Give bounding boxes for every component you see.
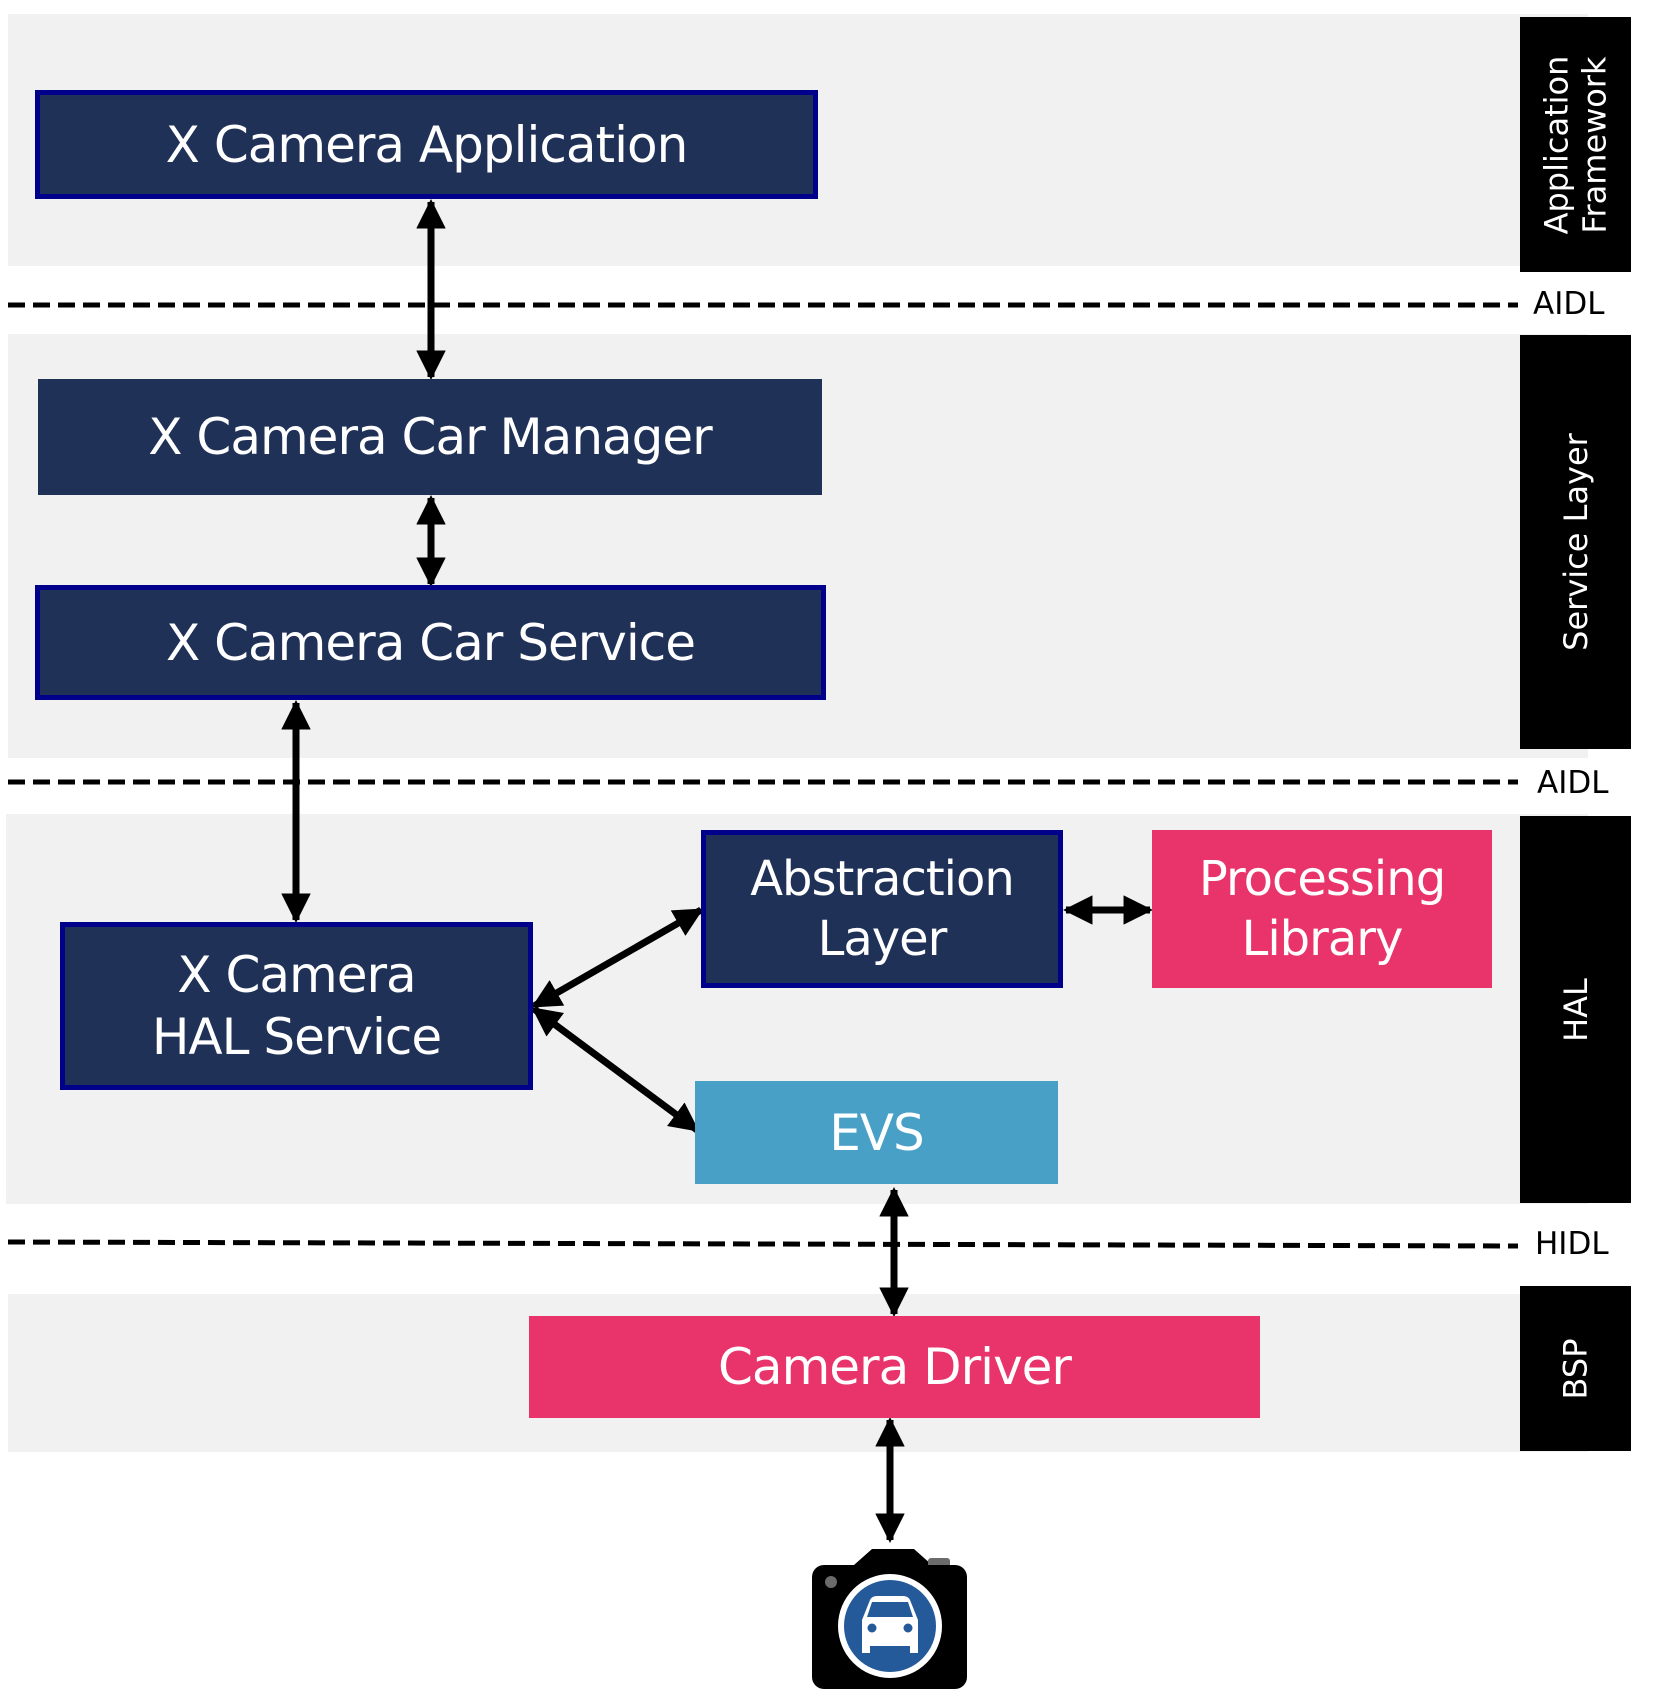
car-service-box[interactable]: X Camera Car Service [35,585,826,700]
camera-application-box[interactable]: X Camera Application [35,90,818,199]
layer-label-bsp: BSP [1520,1286,1631,1451]
car-manager-label: X Camera Car Manager [148,408,712,466]
layer-label-hal: HAL [1520,816,1631,1203]
layer-label-service-layer: Service Layer [1520,335,1631,749]
car-service-label: X Camera Car Service [165,613,696,672]
interface-label-aidl-1: AIDL [1533,286,1605,322]
layer-label-text: BSP [1556,1338,1595,1399]
processing-library-box[interactable]: Processing Library [1152,830,1492,988]
interface-label-aidl-2: AIDL [1537,765,1609,801]
layer-label-text: HAL [1556,977,1595,1042]
layer-label-text: Service Layer [1556,433,1595,651]
abstraction-layer-label: Abstraction Layer [750,851,1015,967]
hal-service-label: X Camera HAL Service [151,946,442,1066]
car-manager-box[interactable]: X Camera Car Manager [38,379,822,495]
abstraction-layer-box[interactable]: Abstraction Layer [701,830,1063,988]
layer-label-application-framework: Application Framework [1520,17,1631,272]
separator-hidl [7,1239,1519,1249]
hal-service-box[interactable]: X Camera HAL Service [60,922,533,1090]
camera-driver-box[interactable]: Camera Driver [529,1316,1260,1418]
evs-label: EVS [829,1103,925,1162]
layer-label-text: Application Framework [1537,55,1614,234]
camera-driver-label: Camera Driver [718,1338,1072,1396]
interface-label-hidl: HIDL [1535,1226,1609,1262]
evs-box[interactable]: EVS [695,1081,1058,1184]
camera-application-label: X Camera Application [165,115,689,174]
camera-with-car-icon [812,1549,967,1689]
processing-library-label: Processing Library [1198,851,1446,967]
